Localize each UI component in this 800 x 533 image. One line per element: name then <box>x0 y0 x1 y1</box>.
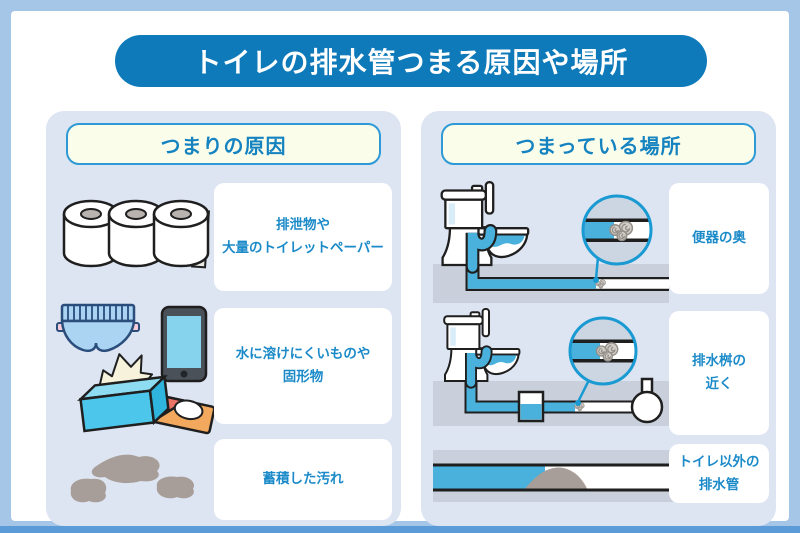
causes-header-label: つまりの原因 <box>160 133 287 158</box>
paper-roll <box>152 199 210 268</box>
location-label-box: トイレ以外の 排水管 <box>669 444 769 503</box>
page-title-text: トイレの排水管つまる原因や場所 <box>193 46 629 79</box>
content-card: トイレの排水管つまる原因や場所 つまりの原因 <box>11 11 789 526</box>
bottom-accent-bar <box>0 526 800 533</box>
location-label-box: 排水桝の 近く <box>669 311 769 435</box>
locations-header-label: つまっている場所 <box>515 133 682 158</box>
toilet-paper-rolls-icon <box>61 181 211 286</box>
cause-label-box: 排泄物や 大量のトイレットペーパー <box>214 183 392 291</box>
pipe-sediment-icon <box>433 447 673 505</box>
magnifier <box>568 316 638 406</box>
drain-basin-box <box>517 390 545 423</box>
diaper-icon <box>56 303 140 353</box>
cause-label-box: 水に溶けにくいものや 固形物 <box>214 308 392 424</box>
causes-panel: つまりの原因 <box>46 111 401 526</box>
smartphone-icon <box>160 305 208 383</box>
locations-panel-header: つまっている場所 <box>441 123 756 165</box>
magnifier <box>581 194 653 283</box>
cause-label-box: 蓄積した汚れ <box>214 439 392 520</box>
tissue-box-icon <box>76 353 170 433</box>
locations-panel: つまっている場所 <box>421 111 776 526</box>
location-label-box: 便器の奥 <box>669 183 769 294</box>
toilet-pipe-clog-icon <box>433 177 669 303</box>
sediment-mound <box>525 467 587 489</box>
diaper-phone-tissue-icon <box>54 299 216 441</box>
causes-panel-header: つまりの原因 <box>66 123 381 165</box>
page-title: トイレの排水管つまる原因や場所 <box>115 35 707 87</box>
toilet-drain-basin-clog-icon <box>433 307 669 439</box>
drain-basin-flask <box>630 377 664 424</box>
paper-roll <box>107 199 165 268</box>
dirt-stains-icon <box>61 441 206 519</box>
